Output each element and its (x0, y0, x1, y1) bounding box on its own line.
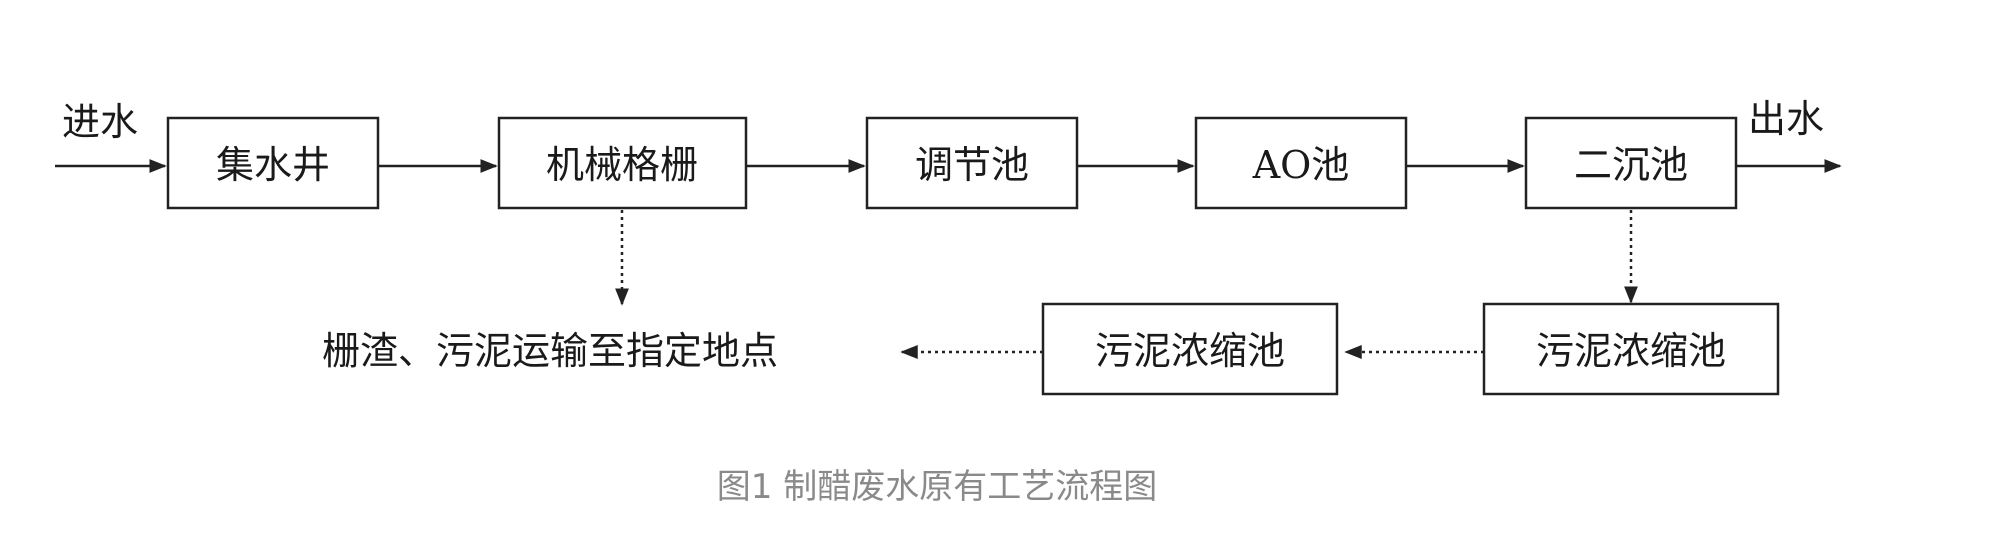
sludge-thickener-left-label: 污泥浓缩池 (1095, 329, 1285, 373)
mechanical-screen-box: 机械格栅 (497, 116, 748, 210)
sludge-thickener-right-label: 污泥浓缩池 (1536, 329, 1726, 373)
secondary-clarifier-box: 二沉池 (1524, 116, 1738, 210)
figure-caption: 图1 制醋废水原有工艺流程图 (717, 467, 1157, 507)
mechanical-screen-label: 机械格栅 (546, 143, 698, 187)
equalization-tank-label: 调节池 (915, 143, 1029, 187)
ao-tank-box: AO池 (1194, 116, 1408, 210)
collection-well-label: 集水井 (216, 143, 330, 187)
disposal-label: 栅渣、污泥运输至指定地点 (322, 329, 778, 373)
inflow-label: 进水 (62, 100, 138, 144)
ao-tank-label: AO池 (1252, 143, 1350, 187)
equalization-tank-box: 调节池 (865, 116, 1079, 210)
collection-well-box: 集水井 (166, 116, 380, 210)
sludge-thickener-left-box: 污泥浓缩池 (1041, 302, 1339, 396)
sludge-thickener-right-box: 污泥浓缩池 (1482, 302, 1780, 396)
outflow-label: 出水 (1748, 97, 1824, 141)
secondary-clarifier-label: 二沉池 (1574, 143, 1688, 187)
